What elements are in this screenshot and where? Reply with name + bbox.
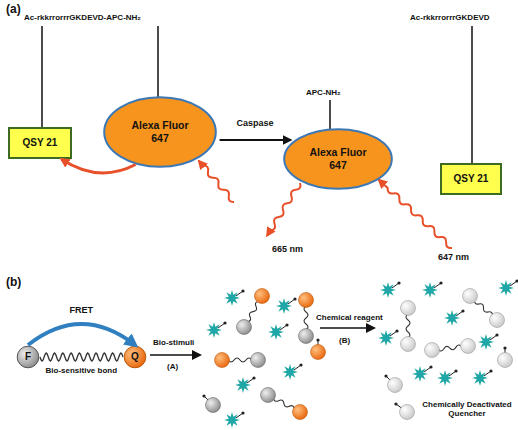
panel-label: (b) bbox=[6, 276, 21, 290]
quencher-box: QSY 21 bbox=[440, 163, 502, 195]
connector bbox=[28, 324, 135, 345]
fluorophore-ellipse: Alexa Fluor 647 bbox=[283, 128, 393, 190]
node-shape bbox=[104, 97, 216, 167]
quencher-circle: Q bbox=[123, 345, 147, 369]
node-text: F bbox=[25, 351, 31, 363]
stimulus-label: Chemical reagent bbox=[316, 313, 383, 322]
fluorophore-ellipse: Alexa Fluor 647 bbox=[103, 96, 217, 168]
edge-label: Bio-sensitive bond bbox=[46, 366, 118, 375]
node-shape bbox=[284, 129, 392, 189]
quencher-box: QSY 21 bbox=[8, 127, 72, 159]
step-label: (A) bbox=[167, 362, 178, 371]
peptide-label: Ac-rkkrrorrrGKDEVD bbox=[410, 13, 490, 22]
node-shape bbox=[124, 346, 146, 368]
connector bbox=[61, 159, 135, 173]
node-text: Alexa Fluor 647 bbox=[127, 119, 193, 144]
fluorophore-circle: F bbox=[16, 345, 40, 369]
node-text: QSY 21 bbox=[23, 137, 58, 149]
node-text: Q bbox=[131, 351, 139, 363]
step-label: (B) bbox=[339, 336, 350, 345]
edge-label: FRET bbox=[70, 305, 94, 315]
peptide-label: Ac-rkkrrorrrGKDEVD-APC-NH₂ bbox=[24, 13, 141, 22]
connector bbox=[220, 139, 291, 141]
cleaved-probes bbox=[202, 289, 325, 429]
stimulus-label: Bio-stimuli bbox=[153, 338, 194, 347]
peptide-label: APC-NH₂ bbox=[306, 88, 341, 97]
quencher-note: Chemically Deactivated Quencher bbox=[418, 400, 516, 418]
node-text: Alexa Fluor 647 bbox=[305, 146, 371, 171]
process-arrow bbox=[150, 328, 374, 355]
edge-label: Caspase bbox=[237, 118, 274, 128]
wavelength-label: 665 nm bbox=[272, 244, 303, 254]
panel-label: (a) bbox=[6, 3, 21, 17]
node-shape bbox=[17, 346, 39, 368]
node-text: QSY 21 bbox=[454, 173, 489, 185]
deactivated-probes bbox=[378, 279, 518, 419]
connector bbox=[40, 353, 123, 361]
wavelength-label: 647 nm bbox=[438, 252, 469, 262]
